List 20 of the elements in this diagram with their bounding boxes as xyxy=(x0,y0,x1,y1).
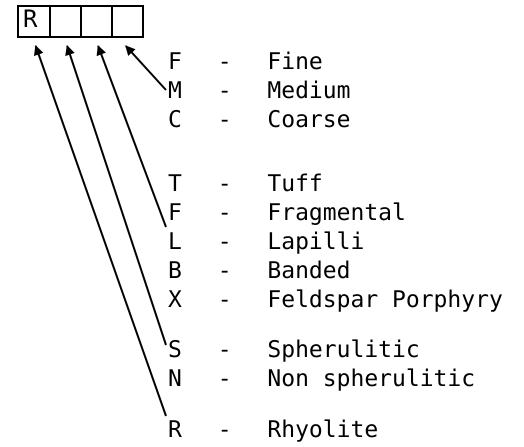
code-definition: X - Feldspar Porphyry xyxy=(168,286,503,315)
code-definition: L - Lapilli xyxy=(168,228,366,257)
code-definition: M - Medium xyxy=(168,77,350,106)
code-definition: S - Spherulitic xyxy=(168,336,421,365)
leader-arrow xyxy=(34,45,167,416)
code-definition: B - Banded xyxy=(168,257,352,286)
code-definition: F - Fine xyxy=(168,48,324,77)
code-cell xyxy=(49,5,82,38)
leader-arrow xyxy=(125,45,167,91)
leader-arrow xyxy=(65,45,167,346)
code-definition: C - Coarse xyxy=(168,106,350,135)
code-letter: R xyxy=(23,5,38,33)
code-cell xyxy=(80,5,113,38)
code-definition: R - Rhyolite xyxy=(168,416,378,445)
leader-arrow xyxy=(96,45,167,228)
code-definition: T - Tuff xyxy=(168,170,324,199)
code-definition: N - Non spherulitic xyxy=(168,365,476,394)
code-cell xyxy=(17,5,51,38)
code-cell xyxy=(111,5,144,38)
code-definition: F - Fragmental xyxy=(168,199,407,228)
